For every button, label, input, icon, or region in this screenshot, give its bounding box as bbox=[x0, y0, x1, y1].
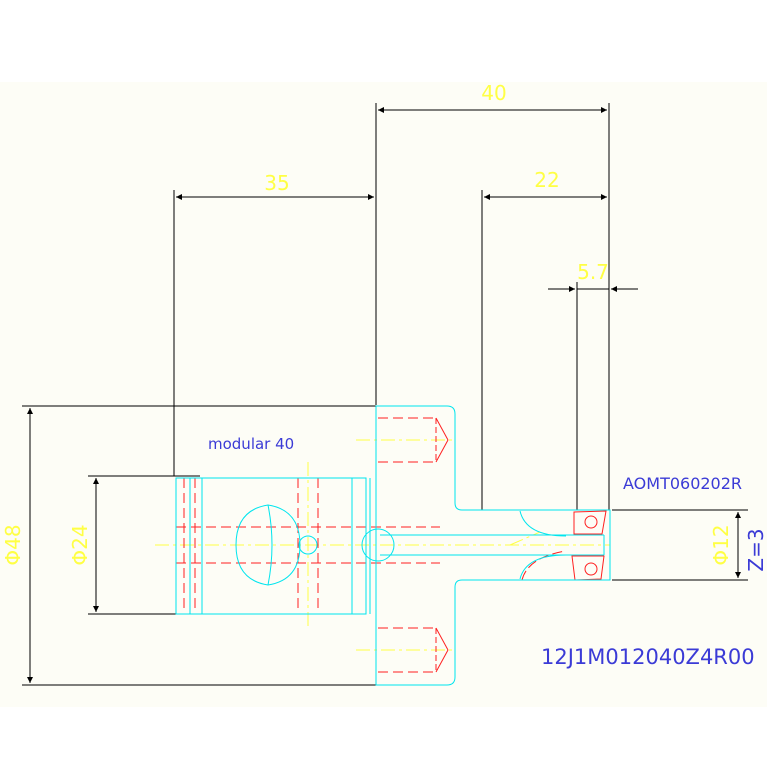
modular-adapter-body bbox=[175, 477, 367, 615]
insert-top-screw-hole bbox=[584, 515, 598, 529]
cutter-body-outline bbox=[375, 405, 611, 686]
dim-text-35: 35 bbox=[264, 171, 289, 195]
insert-bottom-screw-hole bbox=[584, 562, 598, 576]
label-insert-code: AOMT060202R bbox=[623, 474, 742, 493]
label-tool-code: 12J1M012040Z4R00 bbox=[541, 645, 755, 669]
center-hole bbox=[361, 528, 395, 562]
drawing-background bbox=[0, 82, 767, 707]
dim-text-shank-diameter: Φ12 bbox=[709, 524, 733, 565]
dim-text-22: 22 bbox=[534, 168, 559, 192]
hidden-lines bbox=[176, 417, 607, 673]
label-modular: modular 40 bbox=[208, 435, 294, 453]
dimension-texts: 40 35 22 5.7 Φ48 Φ24 Φ12 bbox=[1, 81, 733, 566]
dim-text-5-7: 5.7 bbox=[577, 260, 609, 284]
dim-text-inner-diameter: Φ24 bbox=[68, 524, 92, 565]
dim-text-40: 40 bbox=[481, 81, 506, 105]
center-lines bbox=[155, 439, 610, 651]
insert-top bbox=[573, 510, 607, 535]
dim-text-teeth: Z=3 bbox=[744, 528, 767, 571]
dim-text-outer-diameter: Φ48 bbox=[1, 524, 25, 565]
part-outline bbox=[175, 405, 611, 686]
center-hole-small bbox=[298, 535, 318, 555]
dimension-lines bbox=[22, 103, 748, 686]
insert-bottom bbox=[571, 555, 605, 581]
labels: modular 40 AOMT060202R 12J1M012040Z4R00 bbox=[208, 435, 755, 669]
